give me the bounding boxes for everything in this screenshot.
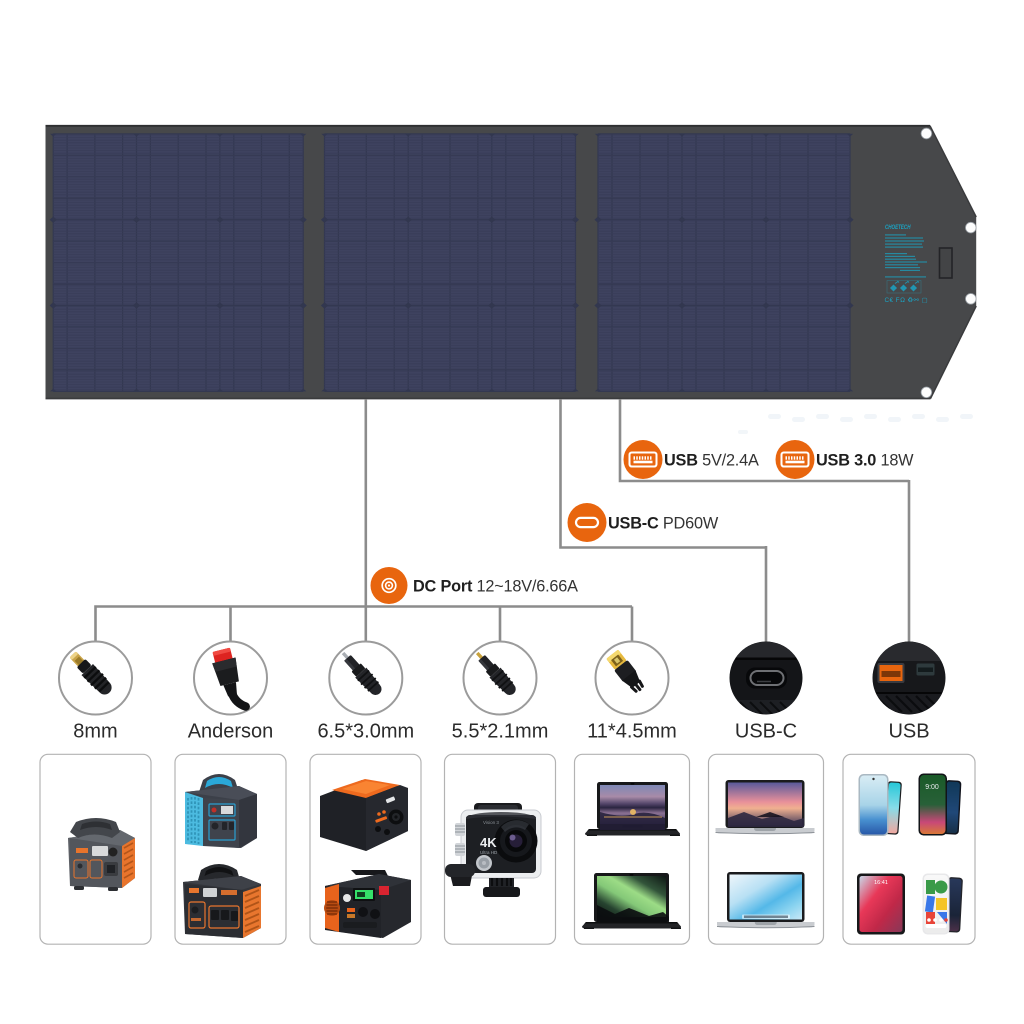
- svg-text:USB 3.0 18W: USB 3.0 18W: [816, 451, 914, 469]
- svg-text:6.5*3.0mm: 6.5*3.0mm: [317, 721, 414, 743]
- svg-text:Anderson: Anderson: [188, 721, 274, 743]
- svg-text:Ultra HD: Ultra HD: [480, 850, 498, 855]
- svg-text:USB 5V/2.4A: USB 5V/2.4A: [664, 451, 759, 469]
- svg-text:USB-C PD60W: USB-C PD60W: [608, 514, 719, 532]
- svg-text:9:00: 9:00: [925, 784, 939, 791]
- svg-text:USB: USB: [888, 721, 929, 743]
- svg-text:8mm: 8mm: [73, 721, 117, 743]
- svg-text:CHOETECH: CHOETECH: [885, 224, 911, 231]
- svg-text:C€ FΩ ♻⚯ ▢: C€ FΩ ♻⚯ ▢: [885, 297, 928, 304]
- svg-text:5.5*2.1mm: 5.5*2.1mm: [452, 721, 549, 743]
- svg-text:11*4.5mm: 11*4.5mm: [587, 721, 677, 743]
- svg-text:USB-C: USB-C: [735, 721, 797, 743]
- svg-text:16:41: 16:41: [874, 880, 888, 886]
- svg-text:Vision 3: Vision 3: [483, 820, 499, 825]
- svg-text:4K: 4K: [480, 835, 497, 850]
- svg-text:DC Port 12~18V/6.66A: DC Port 12~18V/6.66A: [413, 577, 578, 595]
